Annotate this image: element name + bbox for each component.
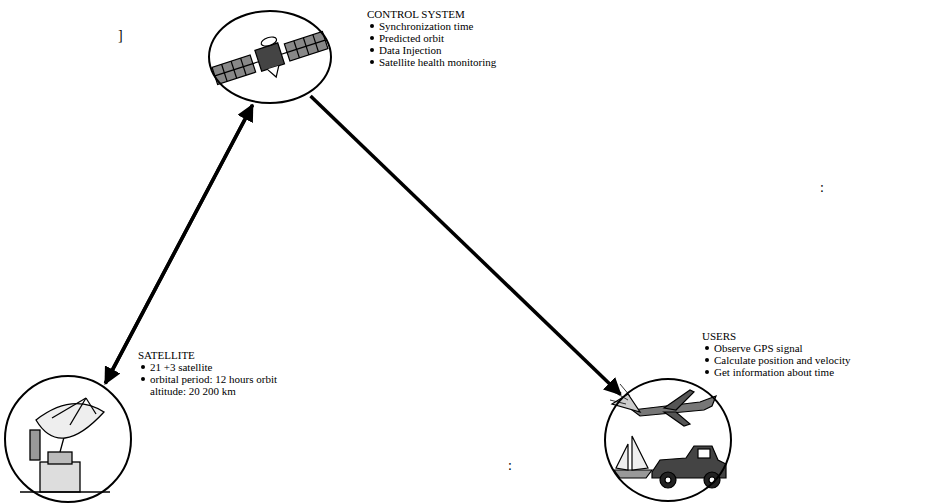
bullet-item: orbital period: 12 hours orbit altitude:… — [138, 373, 288, 397]
users-picture — [610, 384, 726, 488]
node-heading: CONTROL SYSTEM — [367, 8, 496, 20]
node-text: USERSObserve GPS signalCalculate positio… — [702, 330, 851, 378]
bullet-item: Get information about time — [702, 366, 851, 378]
node-heading: SATELLITE — [138, 349, 288, 361]
node-text: SATELLITE21 +3 satelliteorbital period: … — [138, 349, 288, 397]
arrow-connector — [105, 105, 252, 383]
satellite-circle: SATELLITE21 +3 satelliteorbital period: … — [4, 375, 132, 503]
satellite-picture — [209, 21, 332, 95]
node-heading: USERS — [702, 330, 851, 342]
stray-mark: ] — [118, 28, 123, 44]
bullet-item: 21 +3 satellite — [138, 361, 288, 373]
arrow-connector — [105, 105, 252, 383]
bullet-item: Data Injection — [367, 44, 496, 56]
bullet-item: Synchronization time — [367, 20, 496, 32]
bullet-item: Satellite health monitoring — [367, 56, 496, 68]
stray-mark: : — [820, 180, 824, 196]
control-circle: CONTROL SYSTEMSynchronization timePredic… — [208, 10, 332, 104]
stray-mark: : — [508, 458, 512, 474]
arrow-connector — [311, 96, 621, 394]
bullet-item: Observe GPS signal — [702, 342, 851, 354]
antenna-picture — [20, 398, 110, 492]
bullet-item: Calculate position and velocity — [702, 354, 851, 366]
users-circle: USERSObserve GPS signalCalculate positio… — [604, 378, 732, 502]
bullet-item: Predicted orbit — [367, 32, 496, 44]
node-text: CONTROL SYSTEMSynchronization timePredic… — [367, 8, 496, 68]
